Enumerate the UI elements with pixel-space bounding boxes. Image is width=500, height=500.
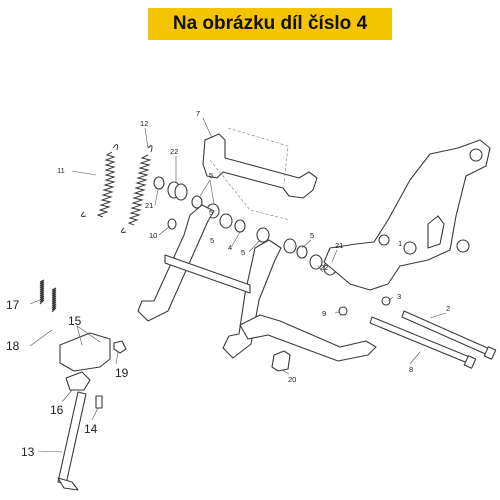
callout-22-lower: 22: [320, 263, 328, 272]
callout-12: 12: [140, 119, 148, 128]
spring-11: [80, 144, 118, 218]
callout-19: 19: [115, 366, 129, 380]
washer-group-upper: [153, 176, 270, 243]
bolt-2: [401, 310, 497, 360]
leader-lines: [29, 117, 447, 453]
callout-5-right: 5: [310, 231, 314, 240]
callout-3: 3: [397, 292, 401, 301]
part-number-banner: Na obrázku díl číslo 4: [148, 8, 392, 40]
bolt-8: [369, 316, 477, 369]
callout-5-mid: 5: [209, 208, 213, 217]
callout-9: 9: [322, 309, 326, 318]
callout-5-upper: 5: [209, 171, 213, 180]
bracket-7: [202, 127, 318, 221]
callout-18: 18: [6, 339, 20, 353]
callout-2: 2: [446, 304, 450, 313]
callout-5-left: 5: [210, 236, 214, 245]
callout-8: 8: [409, 365, 413, 374]
rubber-pad-20: [271, 350, 291, 372]
callout-14: 14: [84, 422, 98, 436]
callout-21-lower: 21: [335, 241, 343, 250]
spring-12: [120, 145, 153, 233]
callout-20: 20: [288, 375, 296, 384]
callout-15: 15: [68, 314, 82, 328]
callout-4: 4: [228, 243, 232, 252]
callout-7: 7: [196, 109, 200, 118]
frame-bracket-1: [323, 139, 491, 306]
callout-17: 17: [6, 298, 20, 312]
callout-11: 11: [57, 166, 65, 175]
callout-5-lower: 5: [241, 248, 245, 257]
main-stand-4: [137, 204, 377, 362]
callout-13: 13: [21, 445, 35, 459]
nut-9: [338, 306, 348, 316]
side-stand-assembly: [39, 279, 127, 491]
callout-10: 10: [149, 231, 157, 240]
callout-22-upper: 22: [170, 147, 178, 156]
callout-16: 16: [50, 403, 64, 417]
callout-1: 1: [398, 239, 402, 248]
callout-21-upper: 21: [145, 201, 153, 210]
